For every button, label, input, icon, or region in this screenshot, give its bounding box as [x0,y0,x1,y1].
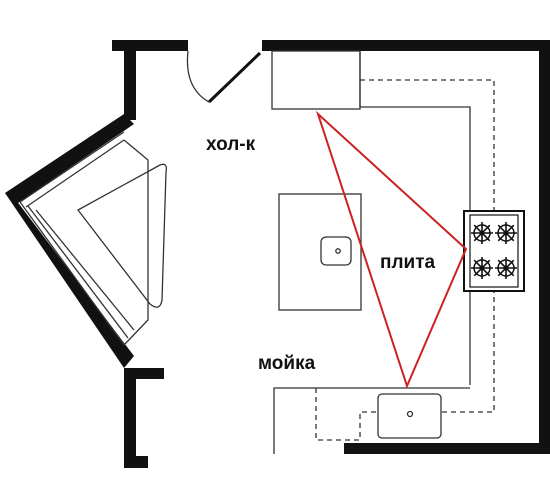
burner-center [479,230,485,236]
bay-window [19,131,168,346]
burner-center [503,230,509,236]
bottom-upper-cabinet-outline [315,388,378,441]
burner-4 [495,257,517,279]
sink-icon [377,393,442,439]
window-pane-upper-1 [19,131,125,203]
burner-1 [471,222,493,244]
burner-3 [471,257,493,279]
bay-wall-upper [5,114,134,205]
fridge-label: хол-к [206,134,256,155]
burner-center [479,265,485,271]
four-burner-stove-icon [463,210,525,292]
island-sink-basin [320,236,352,266]
walls [5,40,550,468]
lower-left-base [124,456,148,468]
sink-drain [406,410,414,418]
top-wall-right [262,40,550,51]
door-leaf [207,51,262,104]
burner-2 [495,222,517,244]
bottom-wall [344,443,550,454]
bay-counter-edge [123,139,149,346]
top-wall-left [112,40,188,51]
sink-basin [377,393,442,439]
window-pane-lower-2 [27,205,129,339]
right-wall [539,40,550,454]
door [186,50,262,104]
stove-label: плита [380,252,436,273]
window-pane-lower-1 [19,201,125,346]
left-wall-upper [124,40,136,120]
stove-body [463,210,525,292]
lower-left-stub [124,368,164,379]
window-pane-lower-3 [35,209,135,331]
island [278,193,362,311]
bay-seat [77,163,168,308]
work-triangle [315,110,468,389]
bottom-counter [273,387,470,454]
door-swing-icon [186,50,210,103]
left-wall-lower [124,368,136,468]
burner-center [503,265,509,271]
island-sink-icon [320,236,352,266]
fridge [271,50,361,110]
stove-inner [469,214,519,288]
sink-label: мойка [258,353,316,374]
stove-burners [471,222,517,279]
island-sink-drain [335,248,341,254]
bay-wall-lower [5,193,134,368]
window-pane-upper-2 [25,139,125,208]
top-counter [359,51,471,385]
